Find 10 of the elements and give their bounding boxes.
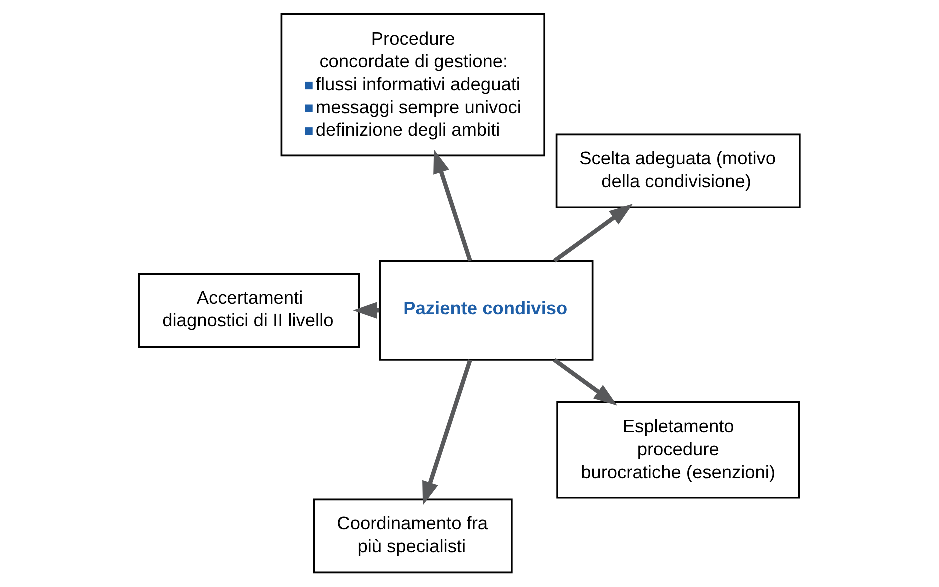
node-box: Coordinamento fra più specialisti [313, 498, 513, 574]
node-box: Scelta adeguata (motivo della condivisione) [556, 134, 801, 209]
node-box: Espletamento procedure burocratiche (esenzioni) [556, 401, 800, 499]
node-box: Procedure concordate di gestione: flussi informativi adeguati messaggi sempre univoci definizione degli ambiti [280, 13, 546, 157]
arrow [434, 150, 472, 262]
arrow [553, 358, 618, 406]
arrow [422, 359, 472, 506]
node-box: Accertamenti diagnostici di II livello [138, 273, 360, 348]
node-box: Paziente condiviso [379, 260, 594, 361]
arrow [553, 204, 634, 263]
